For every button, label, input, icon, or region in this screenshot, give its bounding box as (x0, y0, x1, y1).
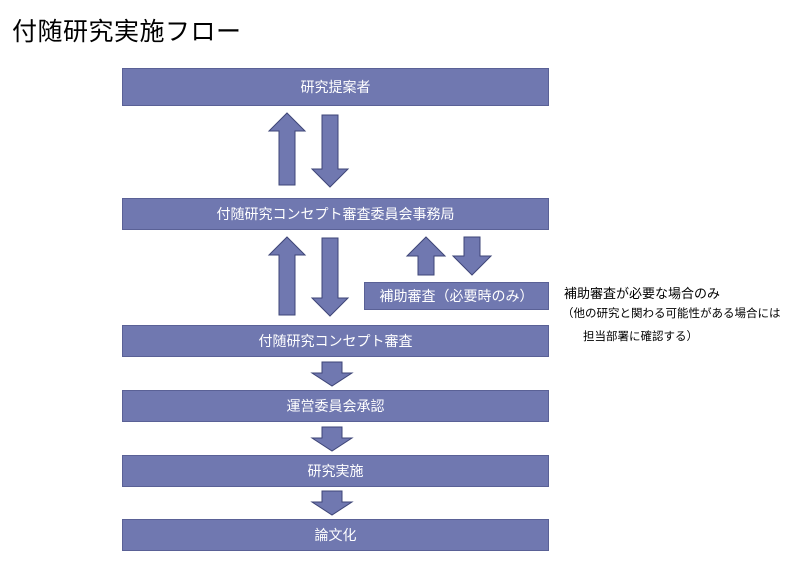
arrow-up-icon (267, 236, 307, 316)
page-title: 付随研究実施フロー (12, 17, 242, 46)
steering-committee-box: 運営委員会承認 (122, 390, 549, 422)
arrow-down-icon (310, 237, 350, 317)
secretariat-box: 付随研究コンセプト審査委員会事務局 (122, 198, 549, 230)
arrow-down-icon (310, 114, 350, 188)
supplementary-note: 補助審査が必要な場合のみ (564, 287, 721, 302)
arrow-down-icon (310, 426, 354, 452)
arrow-down-icon (451, 236, 493, 276)
arrow-down-icon (310, 490, 354, 516)
supplementary-note-detail-2: 担当部署に確認する） (583, 329, 698, 343)
arrow-up-icon (405, 236, 447, 276)
arrow-down-icon (310, 361, 354, 387)
supplementary-note-detail: （他の研究と関わる可能性がある場合には (562, 306, 781, 320)
paper-writing-box: 論文化 (122, 519, 549, 551)
concept-review-box: 付随研究コンセプト審査 (122, 325, 549, 357)
arrow-up-icon (267, 112, 307, 186)
supplementary-review-box: 補助審査（必要時のみ） (364, 282, 549, 310)
proposer-box: 研究提案者 (122, 68, 549, 106)
research-conduct-box: 研究実施 (122, 455, 549, 487)
